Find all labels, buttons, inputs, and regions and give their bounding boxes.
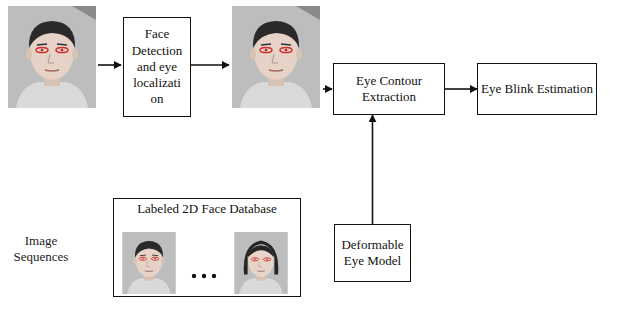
- process-box: Face Detection and eye localizati on: [123, 17, 191, 117]
- process-box: Deformable Eye Model: [334, 224, 411, 282]
- box-label: Eye Blink Estimation: [481, 81, 593, 97]
- box-label: Deformable Eye Model: [338, 237, 407, 270]
- box-label: Labeled 2D Face Database: [137, 201, 277, 217]
- database-box: Labeled 2D Face Database: [113, 198, 301, 297]
- arrow-connector: [372, 115, 374, 224]
- box-label: Face Detection and eye localizati on: [127, 26, 187, 107]
- arrow-connector: [445, 88, 477, 90]
- process-box: Eye Blink Estimation: [477, 63, 597, 115]
- image-caption: Image Sequences: [6, 233, 76, 264]
- process-box: Eye Contour Extraction: [333, 63, 445, 115]
- box-label: Eye Contour Extraction: [337, 73, 441, 106]
